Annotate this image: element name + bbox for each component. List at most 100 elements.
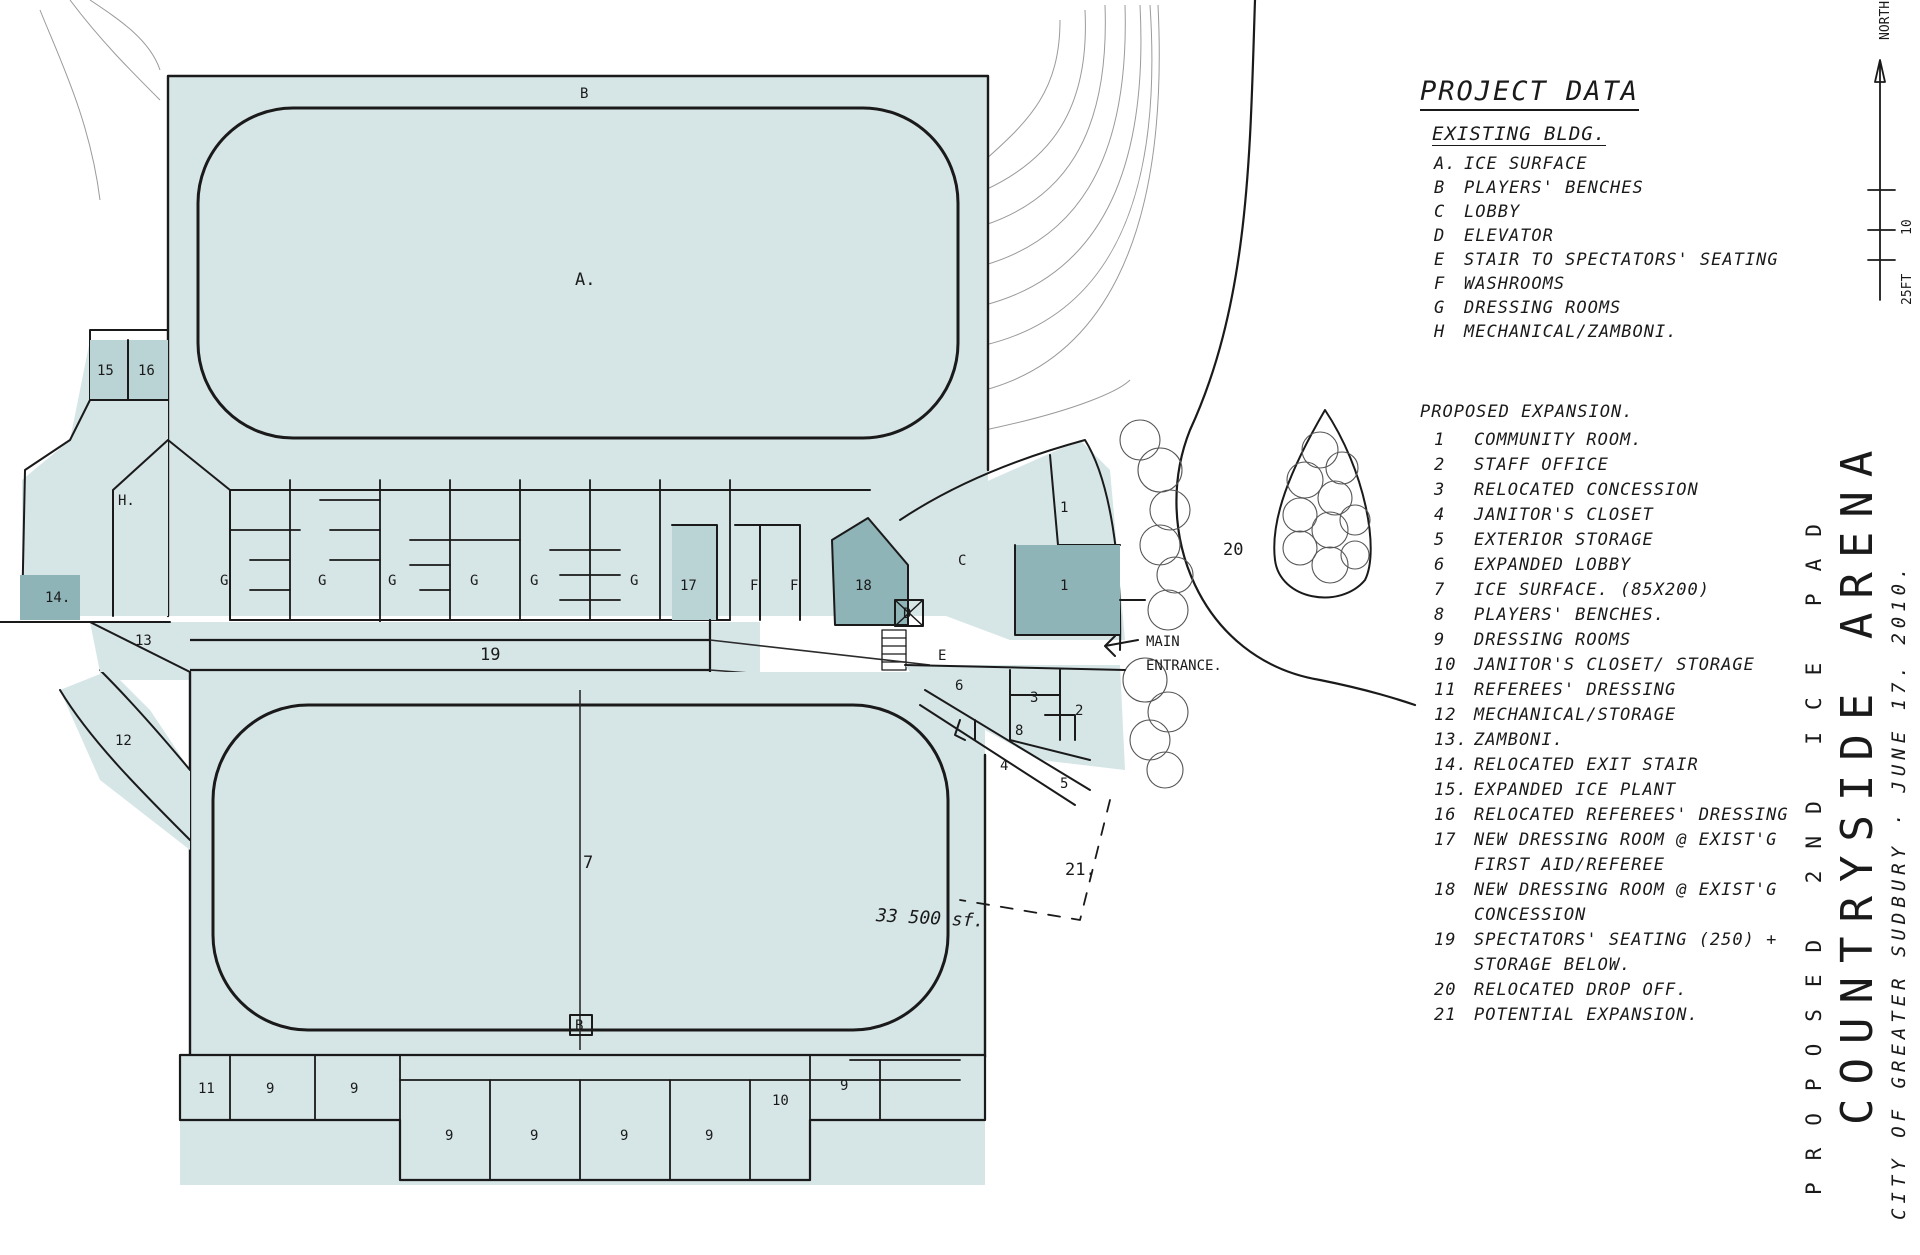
legend-item: BPlayers' Benches bbox=[1434, 176, 1800, 200]
label-g4: G bbox=[470, 573, 478, 589]
legend-item: 19Spectators' Seating (250) + Storage Be… bbox=[1434, 928, 1800, 978]
bottom-room-walls bbox=[229, 1054, 961, 1181]
label-a: A. bbox=[575, 270, 595, 290]
legend-item: HMechanical/Zamboni. bbox=[1434, 320, 1800, 344]
label-5: 5 bbox=[1060, 776, 1068, 792]
legend-item: 9Dressing Rooms bbox=[1434, 628, 1800, 653]
room-18 bbox=[832, 518, 908, 625]
legend-item-key: G bbox=[1434, 298, 1446, 318]
legend-item: 14. Relocated Exit Stair bbox=[1434, 753, 1800, 778]
label-21: 21. bbox=[1065, 860, 1096, 880]
legend-item: 4Janitor's Closet bbox=[1434, 503, 1800, 528]
legend-item-key: 9 bbox=[1434, 630, 1446, 650]
label-10: 10 bbox=[772, 1093, 789, 1109]
elevator bbox=[894, 599, 924, 627]
legend-item-key: 15. bbox=[1434, 780, 1468, 800]
existing-ice-rink bbox=[196, 106, 960, 440]
expansion-list: 1Community Room.2Staff Office3Relocated … bbox=[1434, 428, 1800, 1028]
legend-item: 10Janitor's Closet/ Storage bbox=[1434, 653, 1800, 678]
legend-item-text: Exterior Storage bbox=[1474, 530, 1654, 550]
new-building-footprint bbox=[190, 672, 985, 1057]
legend-item-text: Community Room. bbox=[1474, 430, 1643, 450]
legend-item-key: 14. bbox=[1434, 755, 1468, 775]
legend-item: 13.Zamboni. bbox=[1434, 728, 1800, 753]
legend-item-key: E bbox=[1434, 250, 1446, 270]
legend-item: EStair to Spectators' Seating bbox=[1434, 248, 1800, 272]
legend-item: 11Referees' Dressing bbox=[1434, 678, 1800, 703]
legend-item-text: New Dressing Room @ Exist'g Concession bbox=[1474, 880, 1778, 925]
legend-item-text: New Dressing Room @ Exist'g First Aid/Re… bbox=[1474, 830, 1778, 875]
label-19: 19 bbox=[480, 645, 500, 665]
label-e: E bbox=[938, 648, 946, 664]
legend-title: Project Data bbox=[1420, 76, 1640, 111]
label-9c: 9 bbox=[445, 1128, 453, 1144]
label-h: H. bbox=[118, 493, 135, 509]
label-8: 8 bbox=[1015, 723, 1023, 739]
label-2: 2 bbox=[1075, 703, 1083, 719]
label-g1: G bbox=[220, 573, 228, 589]
legend-item-key: 18 bbox=[1434, 880, 1457, 900]
legend-item-key: 8 bbox=[1434, 605, 1446, 625]
legend-item-key: D bbox=[1434, 226, 1446, 246]
terrain-contours bbox=[39, 0, 1160, 431]
dressing-room-walls bbox=[229, 479, 731, 626]
label-f2: F bbox=[790, 578, 798, 594]
label-9d: 9 bbox=[530, 1128, 538, 1144]
legend-item-text: Mechanical/Storage bbox=[1474, 705, 1677, 725]
label-12: 12 bbox=[115, 733, 132, 749]
legend-item-key: 19 bbox=[1434, 930, 1457, 950]
legend-item: GDressing Rooms bbox=[1434, 296, 1800, 320]
legend-item: 15.Expanded Ice Plant bbox=[1434, 778, 1800, 803]
project-name: Countryside Arena bbox=[1832, 436, 1883, 1125]
island-trees bbox=[1282, 431, 1371, 584]
scale-label-25ft: 25ft bbox=[1900, 273, 1915, 305]
legend-item: 16Relocated Referees' Dressing bbox=[1434, 803, 1800, 828]
legend-item-text: Elevator bbox=[1464, 226, 1554, 246]
main-entrance-label: Main Entrance. bbox=[1146, 634, 1222, 674]
scale-label-10: 10 bbox=[1900, 219, 1915, 235]
legend-item-key: 13. bbox=[1434, 730, 1468, 750]
label-18: 18 bbox=[855, 578, 872, 594]
expansion-heading: Proposed Expansion. bbox=[1420, 402, 1634, 422]
legend-item: 1Community Room. bbox=[1434, 428, 1800, 453]
legend-item: 2Staff Office bbox=[1434, 453, 1800, 478]
existing-list: A.Ice SurfaceBPlayers' BenchesCLobbyDEle… bbox=[1434, 152, 1800, 344]
west-wing bbox=[22, 340, 168, 616]
legend-item-text: Relocated Exit Stair bbox=[1474, 755, 1699, 775]
legend-item-key: 6 bbox=[1434, 555, 1446, 575]
legend-item-text: Staff Office bbox=[1474, 455, 1609, 475]
project-data-legend: Project Data Existing Bldg. A.Ice Surfac… bbox=[1420, 76, 1800, 1028]
existing-building-footprint bbox=[168, 76, 988, 616]
label-9g: 9 bbox=[840, 1078, 848, 1094]
project-subtitle: Proposed 2nd Ice Pad bbox=[1802, 502, 1826, 1195]
legend-item-key: 20 bbox=[1434, 980, 1457, 1000]
label-9b: 9 bbox=[350, 1081, 358, 1097]
legend-item-key: 11 bbox=[1434, 680, 1457, 700]
legend-item-key: 17 bbox=[1434, 830, 1457, 850]
legend-item: D Elevator bbox=[1434, 224, 1800, 248]
legend-item-key: 5 bbox=[1434, 530, 1446, 550]
south-east-wing bbox=[905, 665, 1125, 770]
legend-item-text: Janitor's Closet bbox=[1474, 505, 1654, 525]
spectator-seating bbox=[100, 622, 760, 680]
label-16: 16 bbox=[138, 363, 155, 379]
legend-item: 17 New Dressing Room @ Exist'g First Aid/… bbox=[1434, 828, 1800, 878]
legend-item-key: 7 bbox=[1434, 580, 1446, 600]
legend-item-key: F bbox=[1434, 274, 1446, 294]
legend-item-text: Janitor's Closet/ Storage bbox=[1474, 655, 1755, 675]
label-g2: G bbox=[318, 573, 326, 589]
label-9e: 9 bbox=[620, 1128, 628, 1144]
legend-item-text: Players' Benches bbox=[1464, 178, 1644, 198]
legend-item-text: Relocated Concession bbox=[1474, 480, 1699, 500]
label-f1: F bbox=[750, 578, 758, 594]
legend-item-text: Players' Benches. bbox=[1474, 605, 1665, 625]
label-6: 6 bbox=[955, 678, 963, 694]
drop-off-road bbox=[1175, 0, 1417, 707]
legend-item-text: Washrooms bbox=[1464, 274, 1566, 294]
legend-item: 6 Expanded Lobby bbox=[1434, 553, 1800, 578]
legend-item-text: Expanded Lobby bbox=[1474, 555, 1632, 575]
north-arrow-label: North bbox=[1878, 0, 1893, 40]
legend-item-key: 12 bbox=[1434, 705, 1457, 725]
existing-heading: Existing Bldg. bbox=[1432, 123, 1607, 146]
